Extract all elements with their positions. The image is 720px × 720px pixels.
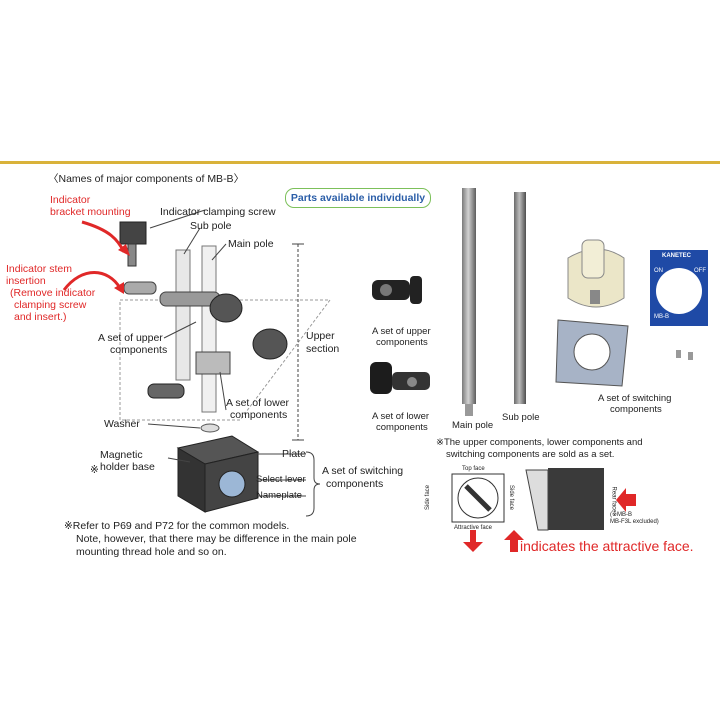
model-note-1: (※MB-B [610, 512, 633, 518]
label-select-lever: Select lever [256, 474, 306, 485]
caption-lower-2: components [376, 422, 428, 433]
label-magnetic-1: Magnetic [100, 449, 143, 461]
sub-pole-photo [514, 192, 526, 404]
label-stem-3: (Remove indicator [10, 287, 96, 299]
clamping-knob-shape [119, 221, 147, 245]
asterisk: ※ [90, 464, 99, 476]
main-pole-shape [201, 245, 217, 413]
label-switching-1: A set of switching [322, 465, 404, 477]
lower-clamp-shape [195, 351, 231, 375]
set-note-2: switching components are sold as a set. [446, 449, 615, 460]
note-1: ※Refer to P69 and P72 for the common mod… [64, 520, 290, 532]
note-2: Note, however, that there may be differe… [76, 533, 357, 545]
label-indicator-bracket-2: bracket mounting [50, 206, 131, 218]
caption-main-pole: Main pole [452, 420, 494, 431]
lower-rod-shape [147, 383, 185, 399]
caption-upper-1: A set of upper [372, 326, 431, 337]
base-plate-shape [218, 470, 246, 498]
nameplate-off: OFF [694, 268, 706, 274]
label-upper-1: A set of upper [98, 332, 163, 344]
caption-switching-1: A set of switching [598, 393, 672, 404]
label-stem-5: and insert.) [14, 311, 67, 323]
upper-knob-shape [209, 293, 243, 323]
label-indicator-bracket-1: Indicator [50, 194, 91, 206]
label-upper-section-2: section [306, 343, 340, 355]
main-pole-photo [462, 188, 476, 404]
parts-badge: Parts available individually [285, 188, 431, 208]
legend-text: indicates the attractive face. [520, 538, 694, 554]
label-washer: Washer [104, 418, 140, 430]
lower-knob-shape [252, 328, 288, 360]
caption-switching-2: components [610, 404, 662, 415]
model-note-2: MB-F3L excluded) [610, 519, 659, 525]
label-stem-4: clamping screw [14, 299, 87, 311]
label-switching-2: components [326, 478, 384, 490]
part-lower-shape [370, 362, 392, 394]
note-3: mounting thread hole and so on. [76, 546, 227, 558]
heading: 〈Names of major components of MB-B〉 [48, 173, 245, 185]
nameplate-model: MB-B [654, 314, 669, 320]
washer-shape [200, 423, 220, 433]
face-diagram-right [548, 468, 604, 530]
label-upper-section-1: Upper [306, 330, 335, 342]
label-upper-2: components [110, 344, 168, 356]
label-lower-1: A set of lower [226, 397, 290, 409]
label-magnetic-2: holder base [100, 461, 155, 473]
label-plate: Plate [282, 448, 306, 460]
label-stem-1: Indicator stem [6, 263, 72, 275]
face-attractive: Attractive face [454, 525, 493, 531]
set-note-1: ※The upper components, lower components … [436, 437, 643, 448]
label-nameplate: Nameplate [256, 490, 302, 501]
label-main-pole: Main pole [228, 238, 274, 250]
label-clamping-screw: Indicator clamping screw [160, 206, 276, 218]
section-divider [0, 161, 720, 164]
face-side-left: Side face [425, 484, 432, 511]
caption-upper-2: components [376, 337, 428, 348]
label-lower-2: components [230, 409, 288, 421]
nameplate-on: ON [654, 268, 663, 274]
face-side-right: Side face [508, 484, 515, 511]
upper-section-outline [119, 299, 331, 421]
caption-lower-1: A set of lower [372, 411, 430, 422]
stem-holder-shape [123, 281, 157, 295]
label-sub-pole: Sub pole [190, 220, 232, 232]
sub-pole-shape [175, 249, 191, 381]
caption-sub-pole: Sub pole [502, 412, 540, 423]
face-rear: Rear face [610, 486, 617, 513]
face-top: Top face [462, 466, 485, 472]
label-stem-2: insertion [6, 275, 46, 287]
nameplate-brand: KANETEC [662, 253, 692, 259]
